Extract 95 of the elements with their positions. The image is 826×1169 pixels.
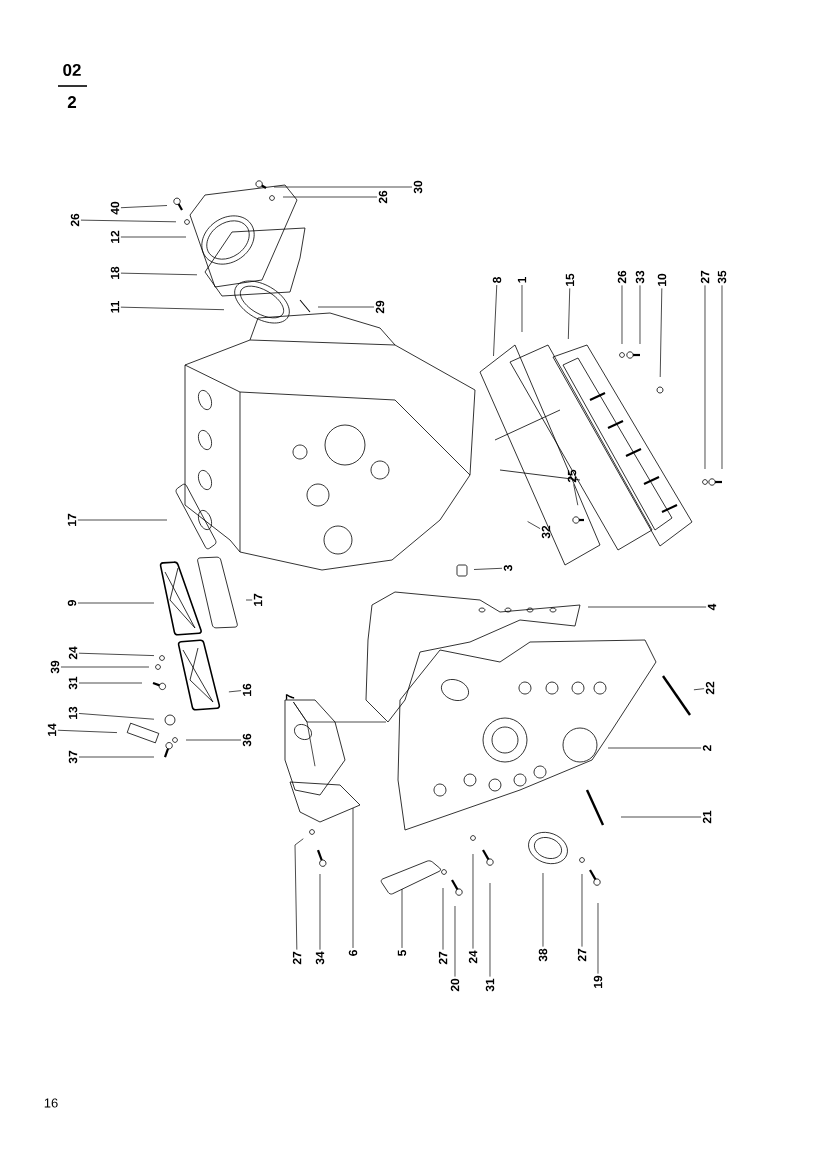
callout-number: 33 <box>635 270 645 284</box>
callout-number: 34 <box>315 951 325 965</box>
callout-number: 12 <box>110 230 120 243</box>
callout-number: 29 <box>375 300 385 314</box>
callout-number: 1 <box>517 277 527 283</box>
leader-line <box>80 219 177 223</box>
callout-number: 36 <box>242 733 252 747</box>
leader-line <box>228 690 242 693</box>
leader-line <box>542 872 544 947</box>
callout-number: 19 <box>593 975 603 988</box>
leader-line <box>78 713 155 720</box>
sheet-number: 02 <box>63 64 81 77</box>
leader-line <box>454 905 456 977</box>
leader-line <box>293 701 316 767</box>
callout-number: 25 <box>567 469 577 483</box>
leader-line <box>120 236 187 238</box>
leader-line <box>352 807 354 949</box>
callout-number: 37 <box>68 750 78 764</box>
leader-line <box>581 873 583 947</box>
callout-number: 30 <box>413 180 423 194</box>
callout-number: 31 <box>68 676 78 690</box>
callout-number: 3 <box>503 565 513 572</box>
leader-line <box>120 205 168 209</box>
callout-number: 11 <box>110 301 120 313</box>
callout-number: 32 <box>541 525 551 539</box>
leader-line <box>620 816 702 818</box>
leader-line <box>659 288 663 378</box>
callout-number: 16 <box>242 683 252 696</box>
leader-line <box>489 882 491 977</box>
leader-line <box>597 902 599 974</box>
leader-line <box>60 666 150 668</box>
callout-number: 9 <box>67 600 77 606</box>
callout-number: 26 <box>378 190 388 204</box>
leader-line <box>607 747 702 749</box>
callout-number: 21 <box>702 810 712 824</box>
callout-number: 17 <box>253 593 263 606</box>
callout-number: 35 <box>717 270 727 284</box>
callout-number: 27 <box>700 270 710 284</box>
leader-line <box>493 284 498 357</box>
callout-number: 27 <box>292 951 302 965</box>
callout-number: 24 <box>68 646 78 660</box>
leader-line <box>185 739 242 741</box>
leader-line <box>273 186 413 188</box>
callout-number: 26 <box>70 213 80 227</box>
callout-number: 14 <box>47 723 57 736</box>
leader-line <box>282 196 378 198</box>
callout-number: 38 <box>538 948 548 962</box>
leader-line <box>527 521 541 529</box>
leader-line <box>120 306 225 311</box>
callout-number: 17 <box>67 513 77 526</box>
callout-number: 2 <box>702 745 712 751</box>
leader-line <box>77 519 168 521</box>
leader-line <box>693 688 705 691</box>
leader-line <box>401 888 403 949</box>
leader-line <box>567 288 571 340</box>
callout-number: 4 <box>707 603 717 611</box>
leader-line <box>77 602 155 604</box>
leader-line <box>639 285 641 345</box>
callout-number: 31 <box>485 978 495 992</box>
leader-line <box>442 887 444 950</box>
callout-number: 18 <box>110 266 120 279</box>
leader-line <box>704 285 706 470</box>
leader-line <box>621 285 623 345</box>
page-number: 16 <box>44 1098 58 1108</box>
sheet-number: 2 <box>67 96 77 108</box>
leader-line <box>472 853 474 949</box>
leader-line <box>587 606 707 608</box>
callout-number: 5 <box>397 950 407 956</box>
leader-line <box>57 729 118 733</box>
callout-number: 13 <box>68 706 78 719</box>
callout-number: 8 <box>492 277 502 283</box>
callout-number: 6 <box>348 950 358 956</box>
leader-line <box>319 873 321 950</box>
leader-line <box>721 285 723 470</box>
leader-line <box>294 838 304 950</box>
callout-number: 26 <box>617 270 627 284</box>
callout-number: 22 <box>705 681 715 695</box>
leader-line <box>317 306 375 308</box>
leader-line <box>521 284 523 333</box>
callout-number: 27 <box>438 951 448 965</box>
leader-line <box>78 682 143 684</box>
callout-number: 7 <box>285 694 295 700</box>
leader-line <box>78 652 155 656</box>
leader-line <box>78 756 155 758</box>
callout-number: 24 <box>468 950 478 964</box>
leader-line <box>573 484 579 506</box>
leader-line <box>473 567 503 570</box>
leader-line <box>120 272 198 276</box>
callout-number: 20 <box>450 978 460 992</box>
callout-number: 10 <box>657 273 667 286</box>
callout-number: 15 <box>565 273 575 286</box>
leader-line <box>245 599 253 601</box>
callout-number: 27 <box>577 948 587 962</box>
callout-number: 40 <box>110 201 120 215</box>
callout-number: 39 <box>50 660 60 674</box>
